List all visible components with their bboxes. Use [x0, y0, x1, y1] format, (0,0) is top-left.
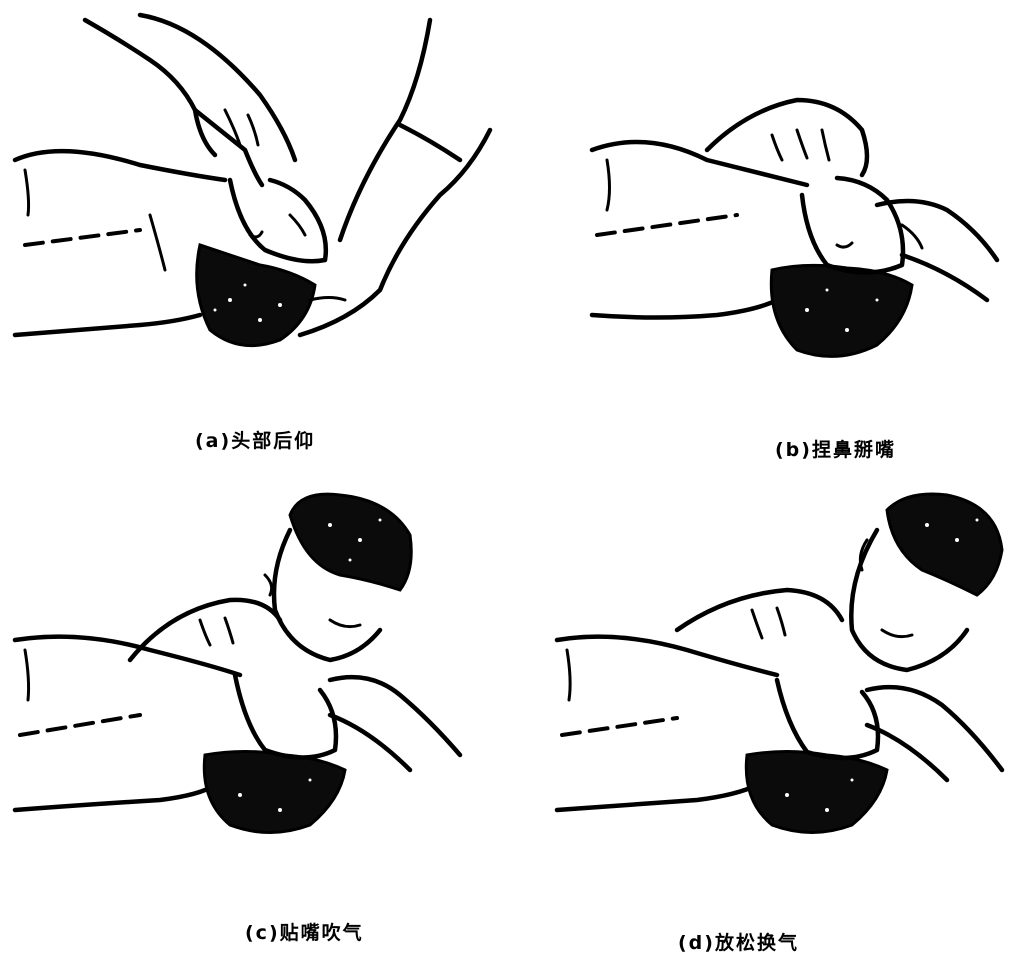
pinch-nose-drawing — [507, 0, 1014, 400]
mouth-to-mouth-drawing — [0, 480, 507, 880]
panel-d-illustration — [507, 480, 1014, 880]
caption-b: (b)捏鼻掰嘴 — [775, 435, 896, 462]
caption-c: (c)贴嘴吹气 — [245, 918, 364, 945]
panel-b-illustration — [507, 0, 1014, 400]
panel-a-illustration — [0, 0, 507, 400]
head-tilt-drawing — [0, 0, 507, 400]
caption-a: (a)头部后仰 — [195, 426, 315, 453]
panel-c-illustration — [0, 480, 507, 880]
caption-d: (d)放松换气 — [678, 928, 799, 955]
release-exhale-drawing — [507, 480, 1014, 880]
